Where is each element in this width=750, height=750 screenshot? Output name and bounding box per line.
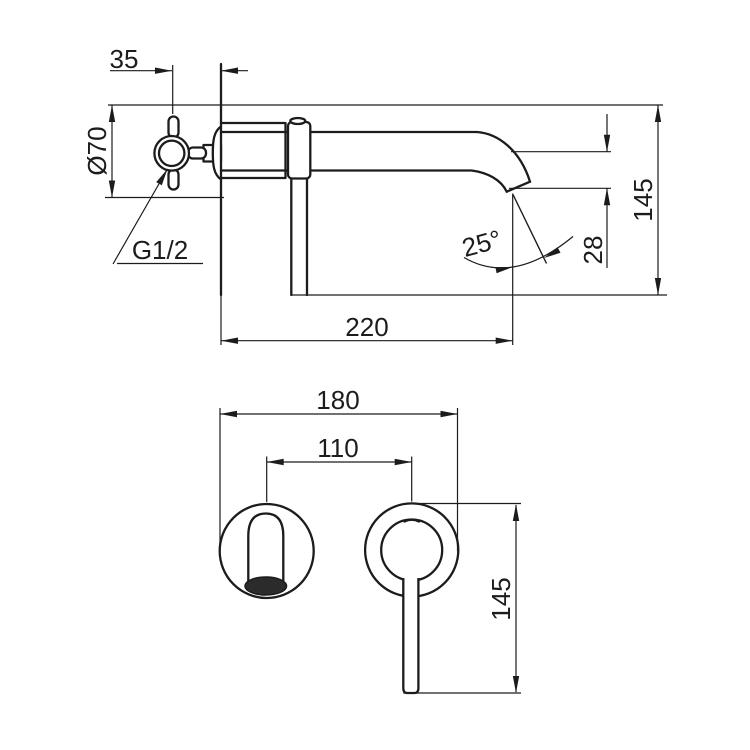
arrowhead (156, 169, 168, 186)
arrowhead (512, 504, 520, 521)
thread-callout: G1/2 (112, 168, 203, 265)
arrowhead (512, 676, 520, 693)
valve-inner-circle (157, 139, 186, 168)
arrowhead (155, 67, 172, 74)
handle-body-side (219, 121, 287, 180)
dim-overall-width-label: 180 (316, 385, 359, 415)
arrowhead (440, 410, 458, 418)
dim-spout-reach-label: 220 (345, 312, 388, 342)
dim-overall-height: 145 (628, 105, 662, 295)
dim-hole-centres: 110 (266, 433, 413, 502)
dim-offset-depth: 35 (110, 44, 248, 114)
set-screw (289, 116, 307, 126)
spout-side (219, 130, 532, 193)
arrowhead (220, 410, 237, 418)
spout-outlet-face (505, 180, 532, 193)
arrowhead (495, 337, 513, 344)
spout-nose (247, 512, 285, 582)
dim-overall-height-label: 145 (628, 178, 658, 221)
dim-overall-width: 180 (219, 385, 459, 551)
lever-front (402, 578, 420, 695)
hub-notch (403, 518, 421, 523)
arrowhead (495, 267, 513, 274)
concealed-valve-body (153, 115, 223, 191)
arrowhead (603, 188, 611, 206)
valve-spoke-top (167, 115, 180, 139)
arrowhead (544, 247, 561, 258)
dim-escutcheon-diameter-label: Ø70 (82, 126, 112, 175)
lever-side (290, 177, 309, 297)
extension-line (509, 151, 611, 189)
front-view: 180 110 145 (218, 385, 521, 695)
arrowhead (654, 105, 662, 122)
side-view: 35 Ø70 G1/2 28 145 (82, 44, 667, 345)
spout-front (218, 502, 315, 600)
handle-hub-circle (380, 518, 444, 582)
valve-flange-flare (211, 125, 222, 181)
extension-line (403, 502, 521, 694)
spout-bottom-edge (219, 169, 508, 193)
arrowhead (108, 180, 116, 198)
flow-direction-line (512, 194, 548, 264)
lever-collar-ring (286, 120, 312, 180)
valve-spoke-bottom (167, 168, 180, 191)
dim-lever-height-label: 145 (486, 577, 516, 620)
thread-size-label: G1/2 (132, 235, 188, 265)
valve-spoke-right (186, 146, 208, 160)
spout-top-edge (219, 130, 532, 183)
angle-arc (463, 236, 574, 269)
arrowhead (266, 458, 284, 466)
arrowhead (654, 278, 662, 295)
leader-line (112, 168, 203, 265)
arrowhead (221, 337, 238, 344)
arrowhead (108, 105, 116, 122)
spout-outlet-opening (244, 576, 288, 596)
arrowhead (221, 67, 238, 74)
dim-outlet-angle: 25° (459, 194, 574, 274)
dim-lever-height: 145 (403, 502, 521, 694)
extension-line (266, 456, 413, 502)
handle-front (363, 502, 460, 695)
dim-outlet-drop: 28 (509, 114, 611, 268)
dim-outlet-angle-label: 25° (459, 224, 505, 263)
dim-spout-reach: 220 (221, 193, 514, 345)
arrowhead (394, 458, 412, 466)
dim-outlet-drop-label: 28 (578, 236, 608, 265)
dim-escutcheon-diameter: Ø70 (82, 105, 116, 198)
dim-offset-depth-label: 35 (110, 44, 139, 74)
dim-hole-centres-label: 110 (317, 433, 358, 463)
extension-line (219, 408, 459, 551)
arrowhead (603, 134, 611, 152)
